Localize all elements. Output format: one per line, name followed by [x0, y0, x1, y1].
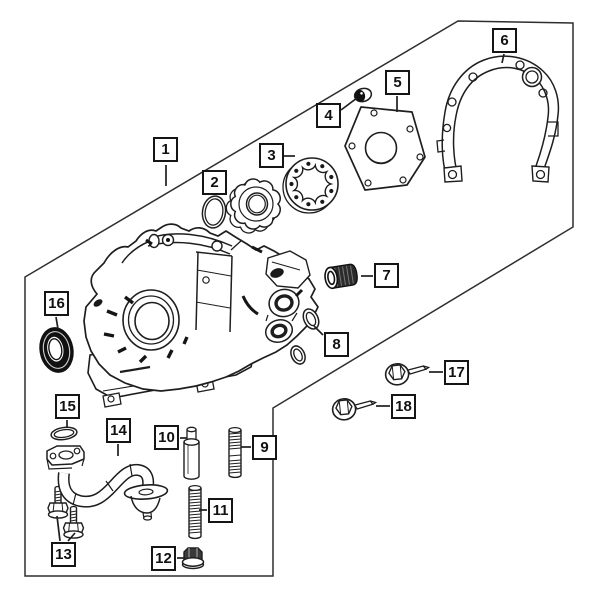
- callout-number: 5: [393, 74, 402, 91]
- callout-number: 7: [382, 267, 391, 284]
- callout-number: 3: [267, 147, 276, 164]
- callout-box-17[interactable]: 17: [444, 360, 469, 385]
- cover-plate-drawing-5: [344, 106, 426, 191]
- seal-drawing-16: [39, 327, 74, 373]
- callout-number: 17: [448, 364, 465, 381]
- callout-number: 6: [500, 32, 509, 49]
- callout-leader-lines: [55, 53, 505, 559]
- callout-number: 10: [158, 429, 175, 446]
- callout-box-7[interactable]: 7: [374, 263, 399, 288]
- callout-box-11[interactable]: 11: [208, 498, 233, 523]
- o-ring-drawing-15: [50, 426, 78, 441]
- callout-number: 16: [48, 295, 65, 312]
- pickup-tube-drawing-14: [46, 445, 169, 521]
- callout-number: 9: [260, 439, 269, 456]
- callout-box-12[interactable]: 12: [151, 546, 176, 571]
- bolt-drawing-17: [384, 362, 431, 386]
- callout-number: 1: [161, 141, 170, 158]
- cylinder-drawing-10: [183, 426, 200, 480]
- callout-box-15[interactable]: 15: [55, 394, 80, 419]
- callout-box-14[interactable]: 14: [106, 418, 131, 443]
- callout-box-4[interactable]: 4: [316, 103, 341, 128]
- diagram-border: [24, 20, 574, 577]
- o-ring-drawing-2: [201, 195, 227, 229]
- flange-nut-drawing-12: [181, 547, 205, 570]
- stud-drawing-9: [228, 426, 242, 479]
- gasket-drawing-6: [436, 55, 560, 183]
- callout-box-5[interactable]: 5: [385, 70, 410, 95]
- bolt-drawing-18: [331, 397, 378, 421]
- callout-box-1[interactable]: 1: [153, 137, 178, 162]
- callout-number: 11: [212, 502, 229, 519]
- callout-box-16[interactable]: 16: [44, 291, 69, 316]
- callout-box-8[interactable]: 8: [324, 332, 349, 357]
- callout-box-18[interactable]: 18: [391, 394, 416, 419]
- callout-box-2[interactable]: 2: [202, 170, 227, 195]
- callout-number: 4: [324, 107, 333, 124]
- callout-box-9[interactable]: 9: [252, 435, 277, 460]
- callout-number: 18: [395, 398, 412, 415]
- callout-number: 8: [332, 336, 341, 353]
- oil-pump-housing-drawing: [83, 223, 319, 408]
- callout-box-13[interactable]: 13: [51, 542, 76, 567]
- callout-number: 12: [155, 550, 172, 567]
- callout-number: 2: [210, 174, 219, 191]
- callout-box-3[interactable]: 3: [259, 143, 284, 168]
- callout-number: 15: [59, 398, 76, 415]
- washer-pair-drawing-8: [290, 308, 320, 365]
- bolt-pair-drawing-13: [47, 485, 85, 539]
- callout-number: 13: [55, 546, 72, 563]
- threaded-stud-drawing-11: [188, 484, 202, 540]
- outer-rotor-drawing-3: [282, 157, 339, 214]
- callout-box-10[interactable]: 10: [154, 425, 179, 450]
- inner-rotor-drawing-3: [225, 178, 281, 234]
- plug-drawing-4: [353, 87, 373, 103]
- knurled-plug-drawing-7: [324, 263, 358, 290]
- callout-box-6[interactable]: 6: [492, 28, 517, 53]
- callout-number: 14: [110, 422, 127, 439]
